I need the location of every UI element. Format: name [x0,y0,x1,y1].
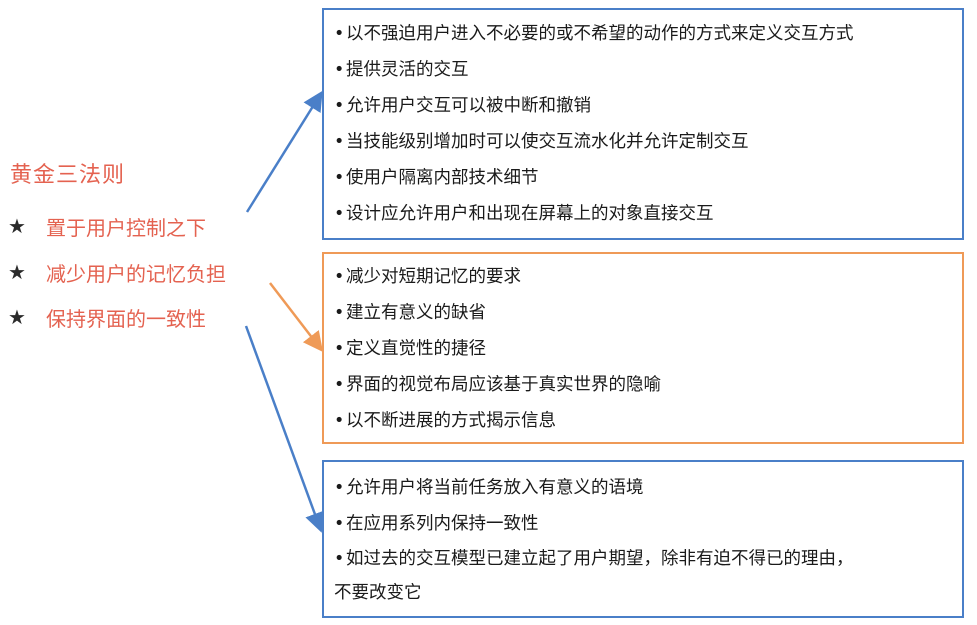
list-item: •减少对短期记忆的要求 [334,267,521,287]
star-icon: ★ [8,214,26,238]
list-item: •提供灵活的交互 [334,60,469,80]
list-item-continuation: 不要改变它 [334,583,422,603]
arrow-rule2-to-box2 [269,282,324,352]
list-item: •以不断进展的方式揭示信息 [334,411,556,431]
box-reduce-memory: •减少对短期记忆的要求 •建立有意义的缺省 •定义直觉性的捷径 •界面的视觉布局… [322,252,964,444]
rule-user-control: ★ 置于用户控制之下 [8,211,206,241]
list-item: •定义直觉性的捷径 [334,339,486,359]
rule-label: 保持界面的一致性 [46,306,206,331]
list-item: •在应用系列内保持一致性 [334,514,539,534]
list-item: •当技能级别增加时可以使交互流水化并允许定制交互 [334,132,749,152]
list-item: •如过去的交互模型已建立起了用户期望，除非有迫不得已的理由， [334,549,854,569]
star-icon: ★ [8,305,26,329]
box-consistency: •允许用户将当前任务放入有意义的语境 •在应用系列内保持一致性 •如过去的交互模… [322,460,964,618]
rule-label: 减少用户的记忆负担 [46,261,226,286]
rule-reduce-memory: ★ 减少用户的记忆负担 [8,257,226,287]
list-item: •建立有意义的缺省 [334,303,486,323]
arrow-rule3-to-box3 [244,325,325,533]
list-item: •允许用户交互可以被中断和撤销 [334,96,591,116]
list-item: •界面的视觉布局应该基于真实世界的隐喻 [334,375,661,395]
rule-consistency: ★ 保持界面的一致性 [8,302,206,332]
list-item: •允许用户将当前任务放入有意义的语境 [334,478,644,498]
star-icon: ★ [8,260,26,284]
list-item: •以不强迫用户进入不必要的或不希望的动作的方式来定义交互方式 [334,24,854,44]
diagram-title: 黄金三法则 [10,163,126,188]
list-item: •设计应允许用户和出现在屏幕上的对象直接交互 [334,204,714,224]
rule-label: 置于用户控制之下 [46,215,206,240]
arrow-rule1-to-box1 [245,90,323,213]
box-user-control: •以不强迫用户进入不必要的或不希望的动作的方式来定义交互方式 •提供灵活的交互 … [322,8,964,240]
list-item: •使用户隔离内部技术细节 [334,168,539,188]
